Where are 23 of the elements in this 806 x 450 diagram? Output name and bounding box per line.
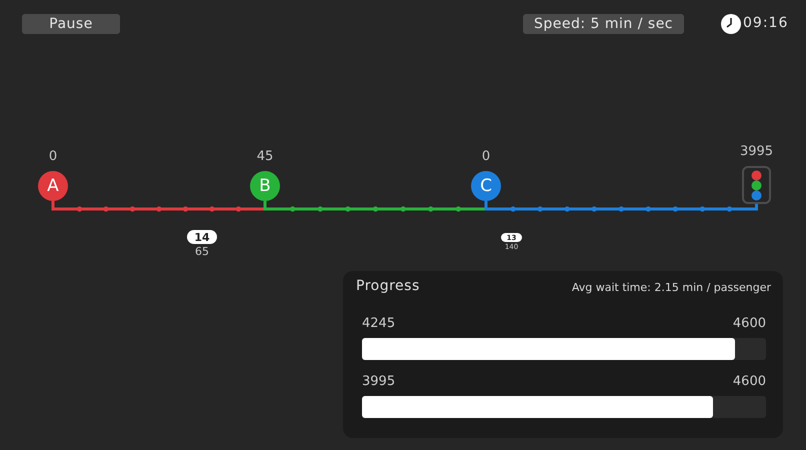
route-line	[52, 201, 266, 210]
passenger-count: 65	[194, 245, 210, 258]
waiting-count: 0	[480, 149, 492, 164]
pause-button: Pause	[22, 14, 120, 34]
avg-wait-text: Avg wait time: 2.15 min / passenger	[572, 281, 771, 294]
current-value: 3995	[362, 374, 396, 389]
terminal-box	[742, 166, 771, 204]
route-line	[264, 201, 488, 210]
clock-time: 09:16	[743, 15, 788, 31]
speed-button: Speed: 5 min / sec	[523, 14, 684, 34]
waiting-count: 3995	[738, 144, 774, 159]
station-circle: B	[250, 171, 280, 201]
current-value: 4245	[362, 316, 396, 331]
waiting-count: 0	[48, 149, 58, 164]
waiting-count: 45	[256, 149, 274, 164]
panel-title: Progress	[356, 278, 420, 294]
target-value: 4600	[732, 374, 766, 389]
station-circle: C	[471, 171, 501, 201]
station-circle: A	[38, 171, 68, 201]
vehicle-badge: 14	[187, 230, 217, 244]
progress-panel	[343, 271, 783, 438]
target-value: 4600	[732, 316, 766, 331]
route-line	[484, 201, 758, 210]
